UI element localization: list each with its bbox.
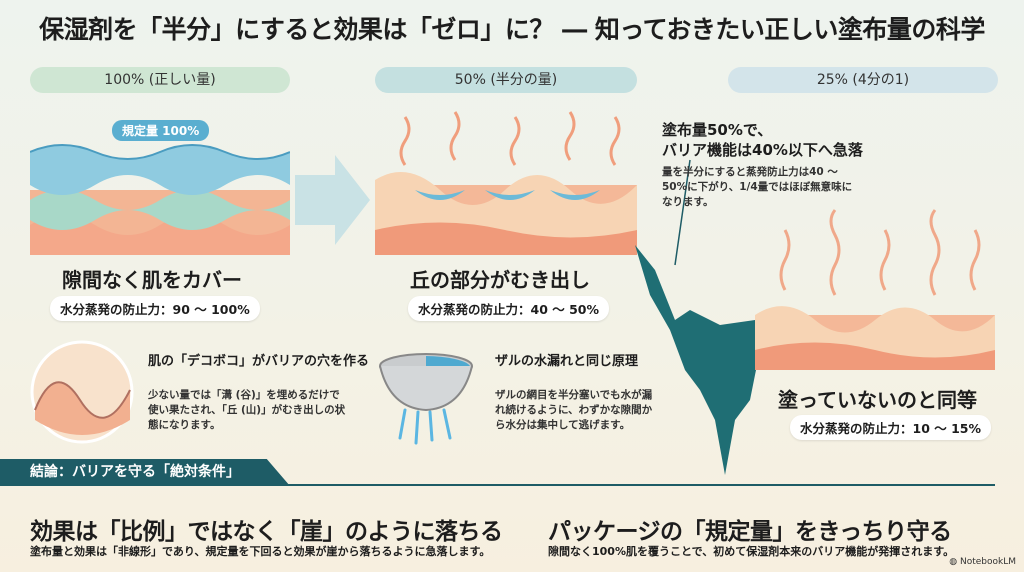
cliff-drop-illustration — [635, 159, 765, 475]
column-label-50: 50% (半分の量) — [375, 67, 637, 93]
notebooklm-logo-icon: ◍ — [949, 557, 960, 567]
conclusion-banner: 結論：バリアを守る「絶対条件」 — [0, 459, 290, 486]
annotation-body: 量を半分にすると蒸発防止力は40 ～ 50%に下がり、1/4量ではほぼ無意味にな… — [662, 166, 853, 208]
full-coverage-skin-illustration — [30, 144, 290, 255]
conclusion-banner-label: 結論：バリアを守る「絶対条件」 — [30, 464, 240, 480]
branding-label: NotebookLM — [959, 557, 1016, 567]
page-title: 保湿剤を「半分」にすると効果は「ゼロ」に？ ― 知っておきたい正しい塗布量の科学 — [39, 15, 985, 44]
explain1-body: 少ない量では「溝 (谷)」を埋めるだけで使い果たされ、「丘 (山)」がむき出しの… — [148, 389, 346, 431]
explain1-title: 肌の「デコボコ」がバリアの穴を作る — [148, 354, 370, 369]
explain2-body: ザルの網目を半分塞いでも水が漏れ続けるように、わずかな隙間から水分は集中して逃げ… — [495, 389, 653, 431]
notebooklm-watermark: ◍ NotebookLM — [949, 557, 1016, 567]
column2-heading: 丘の部分がむき出し — [410, 268, 590, 292]
column3-stat: 水分蒸発の防止力：10 ～ 15% — [790, 415, 992, 440]
column-label-100: 100% (正しい量) — [30, 67, 290, 93]
annotation-title-line2: バリア機能は40%以下へ急落 — [662, 141, 863, 159]
conclusion-right-body: 隙間なく100%肌を覆うことで、初めて保湿剤本来のバリア機能が発揮されます。 — [548, 545, 955, 558]
standard-amount-badge: 規定量 100% — [112, 120, 210, 141]
column1-heading: 隙間なく肌をカバー — [62, 268, 242, 292]
conclusion-left-body: 塗布量と効果は「非線形」であり、規定量を下回ると効果が崖から落ちるように急落しま… — [30, 545, 491, 558]
arrow-right-icon — [295, 155, 370, 245]
column-label-25: 25% (4分の1) — [728, 67, 998, 93]
quarter-coverage-skin-illustration — [755, 209, 995, 370]
column2-stat: 水分蒸発の防止力：40 ～ 50% — [408, 296, 610, 321]
skin-bumps-icon — [30, 340, 134, 444]
conclusion-left-heading: 効果は「比例」ではなく「崖」のように落ちる — [30, 519, 503, 545]
column3-heading: 塗っていないのと同等 — [778, 388, 977, 412]
divider — [280, 484, 995, 486]
column1-stat: 水分蒸発の防止力：90 ～ 100% — [50, 296, 260, 321]
conclusion-right-heading: パッケージの「規定量」をきっちり守る — [548, 519, 952, 545]
explain2-title: ザルの水漏れと同じ原理 — [495, 354, 639, 369]
half-coverage-skin-illustration — [375, 111, 637, 255]
annotation-title-line1: 塗布量50%で、 — [662, 121, 773, 139]
annotation-title: 塗布量50%で、 バリア機能は40%以下へ急落 — [662, 120, 863, 160]
colander-icon — [379, 353, 473, 445]
